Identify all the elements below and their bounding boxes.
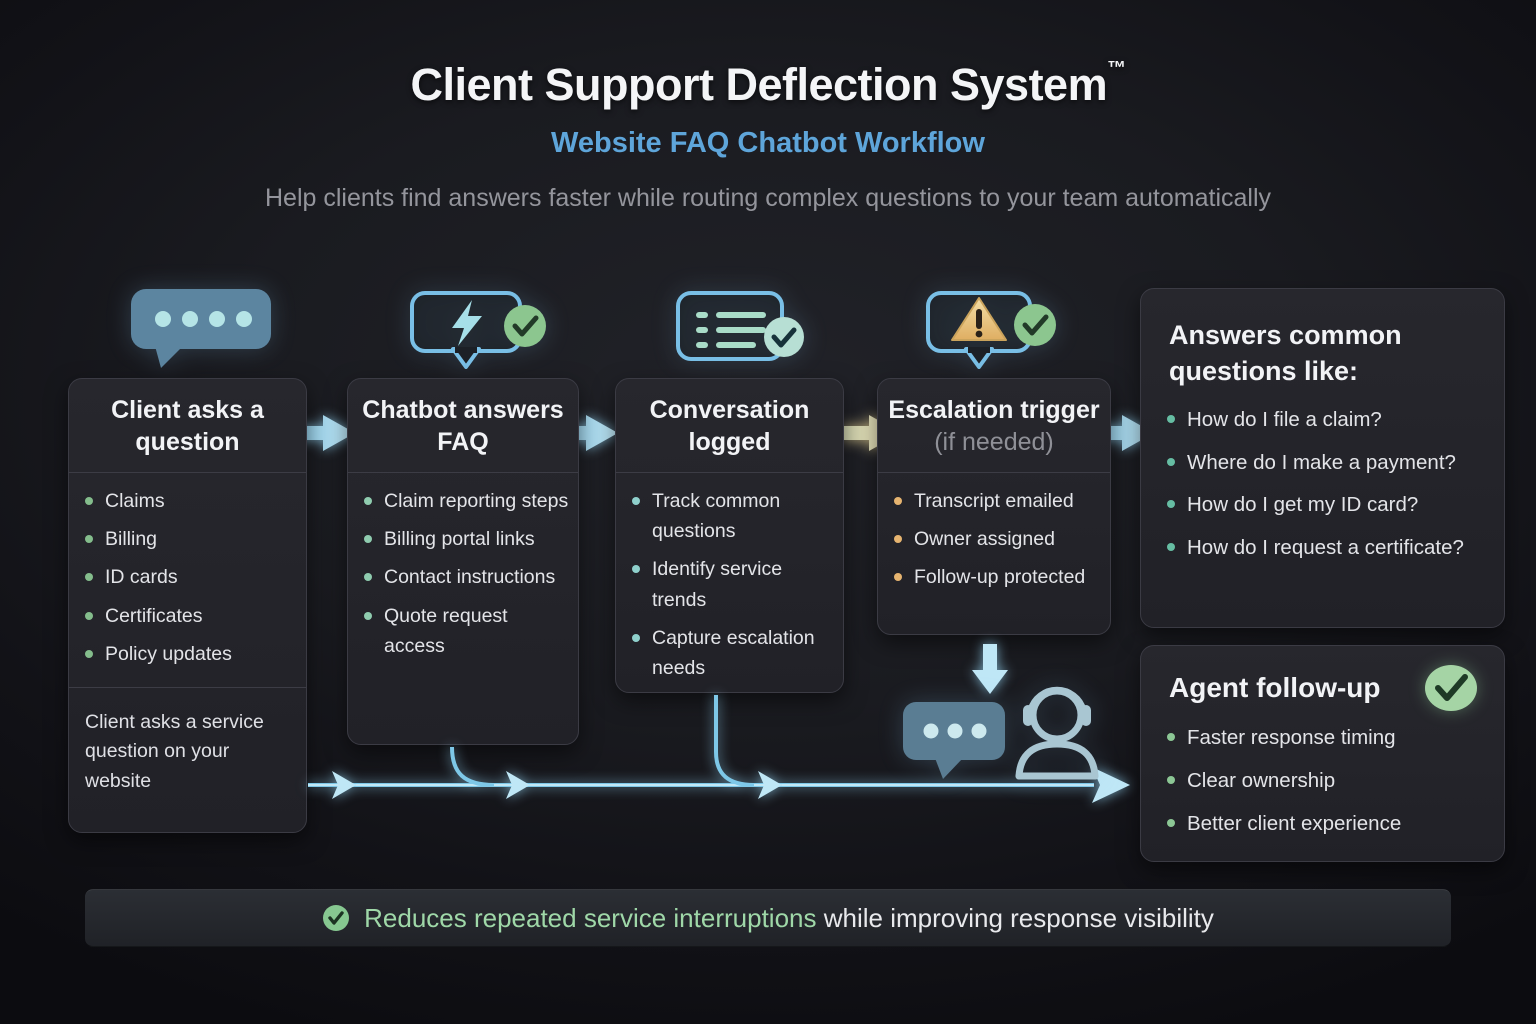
list-item: How do I request a certificate? <box>1167 532 1478 565</box>
bullet-dot <box>85 573 93 582</box>
agent-chat-icon <box>903 686 1099 780</box>
page-header: Client Support Deflection System™ Websit… <box>0 58 1536 213</box>
list-item: Contact instructions <box>364 562 570 592</box>
bullet-dot <box>1167 414 1175 423</box>
page-subtitle: Website FAQ Chatbot Workflow <box>551 127 985 159</box>
bullet-dot <box>85 649 93 658</box>
list-item: How do I get my ID card? <box>1167 489 1478 522</box>
card-escalation-trigger: Escalation trigger(if needed) Transcript… <box>877 378 1111 635</box>
footer-rest: while improving response visibility <box>823 902 1214 933</box>
card-title: Chatbot answers FAQ <box>348 379 578 473</box>
list-item: Better client experience <box>1167 808 1478 841</box>
card-client-question: Client asks a question Claims Billing ID… <box>68 378 307 833</box>
list-item: Capture escalation needs <box>632 623 835 683</box>
arrow-right-amber-icon <box>843 415 901 451</box>
card-title: Escalation trigger(if needed) <box>878 379 1110 473</box>
bullet-dot <box>894 573 902 582</box>
card-bullet-list: Claim reporting steps Billing portal lin… <box>364 486 570 661</box>
bullet-dot <box>364 611 372 620</box>
page-title-text: Client Support Deflection System <box>410 59 1108 110</box>
page-tagline: Help clients find answers faster while r… <box>264 184 1272 212</box>
bullet-dot <box>894 535 902 544</box>
bullet-dot <box>364 497 372 505</box>
list-item: Identify service trends <box>632 554 835 614</box>
card-title: Client asks a question <box>69 379 306 473</box>
bullet-dot <box>632 633 640 642</box>
panel-common-questions: Answers common questions like: How do I … <box>1140 288 1505 628</box>
arrow-right-icon <box>1096 415 1154 451</box>
arrow-right-icon <box>297 415 355 451</box>
bullet-dot <box>1167 775 1175 784</box>
page-title: Client Support Deflection System™ <box>0 58 1536 111</box>
card-chatbot-faq: Chatbot answers FAQ Claim reporting step… <box>347 378 579 745</box>
card-subtitle: (if needed) <box>934 427 1054 456</box>
bullet-dot <box>1167 733 1175 741</box>
list-item: ID cards <box>85 562 298 592</box>
panel-bullet-list: Faster response timing Clear ownership B… <box>1167 722 1478 840</box>
card-note: Client asks a service question on your w… <box>69 687 306 816</box>
check-circle-icon <box>1425 665 1477 711</box>
trademark-symbol: ™ <box>1107 58 1126 79</box>
bullet-dot <box>364 535 372 544</box>
list-item: Where do I make a payment? <box>1167 447 1478 480</box>
list-item: Transcript emailed <box>894 486 1102 516</box>
arrow-down-icon <box>983 644 997 670</box>
list-item: Certificates <box>85 601 298 631</box>
footer-bar: Reduces repeated service interruptions w… <box>85 889 1451 947</box>
flow-arrowhead-icon <box>758 771 782 799</box>
check-circle-icon <box>323 905 350 931</box>
bullet-dot <box>894 497 902 505</box>
list-check-icon <box>676 291 804 361</box>
bullet-dot <box>1167 543 1175 552</box>
card-title: Conversation logged <box>616 379 843 473</box>
bullet-dot <box>85 535 93 544</box>
flow-arrowhead-icon <box>506 771 530 799</box>
list-item: Billing <box>85 524 298 554</box>
warning-bubble-check-icon <box>926 291 1056 369</box>
bullet-dot <box>85 611 93 620</box>
list-item: Clear ownership <box>1167 765 1478 798</box>
bullet-dot <box>364 573 372 582</box>
panel-agent-followup: Agent follow-up Faster response timing C… <box>1140 645 1505 862</box>
bullet-dot <box>632 565 640 574</box>
card-bullet-list: Transcript emailed Owner assigned Follow… <box>894 486 1102 593</box>
panel-bullet-list: How do I file a claim? Where do I make a… <box>1167 404 1478 565</box>
bullet-dot <box>1167 500 1175 509</box>
flow-arrowhead-icon <box>332 771 356 799</box>
panel-title: Answers common questions like: <box>1169 320 1402 387</box>
list-item: Policy updates <box>85 639 298 669</box>
card-conversation-logged: Conversation logged Track common questio… <box>615 378 844 693</box>
lightning-bubble-check-icon <box>410 291 546 369</box>
panel-title: Agent follow-up <box>1169 672 1381 703</box>
chat-bubble-icon <box>903 702 1005 779</box>
list-item: How do I file a claim? <box>1167 404 1478 437</box>
list-item: Owner assigned <box>894 524 1102 554</box>
list-item: Faster response timing <box>1167 722 1478 755</box>
list-item: Billing portal links <box>364 524 570 554</box>
footer-text: Reduces repeated service interruptions w… <box>364 903 1214 934</box>
card-bullet-list: Claims Billing ID cards Certificates Pol… <box>85 486 298 669</box>
list-item: Claims <box>85 486 298 516</box>
support-agent-icon <box>1015 686 1099 780</box>
list-item: Track common questions <box>632 486 835 546</box>
list-item: Claim reporting steps <box>364 486 570 516</box>
bullet-dot <box>1167 818 1175 827</box>
footer-highlight: Reduces repeated service interruptions <box>364 902 817 933</box>
bullet-dot <box>85 497 93 505</box>
arrow-right-icon <box>560 415 618 451</box>
bullet-dot <box>1167 457 1175 466</box>
card-bullet-list: Track common questions Identify service … <box>632 486 835 683</box>
list-item: Follow-up protected <box>894 562 1102 592</box>
bullet-dot <box>632 497 640 505</box>
list-item: Quote request access <box>364 601 570 661</box>
chat-bubble-dots-icon <box>131 289 271 368</box>
